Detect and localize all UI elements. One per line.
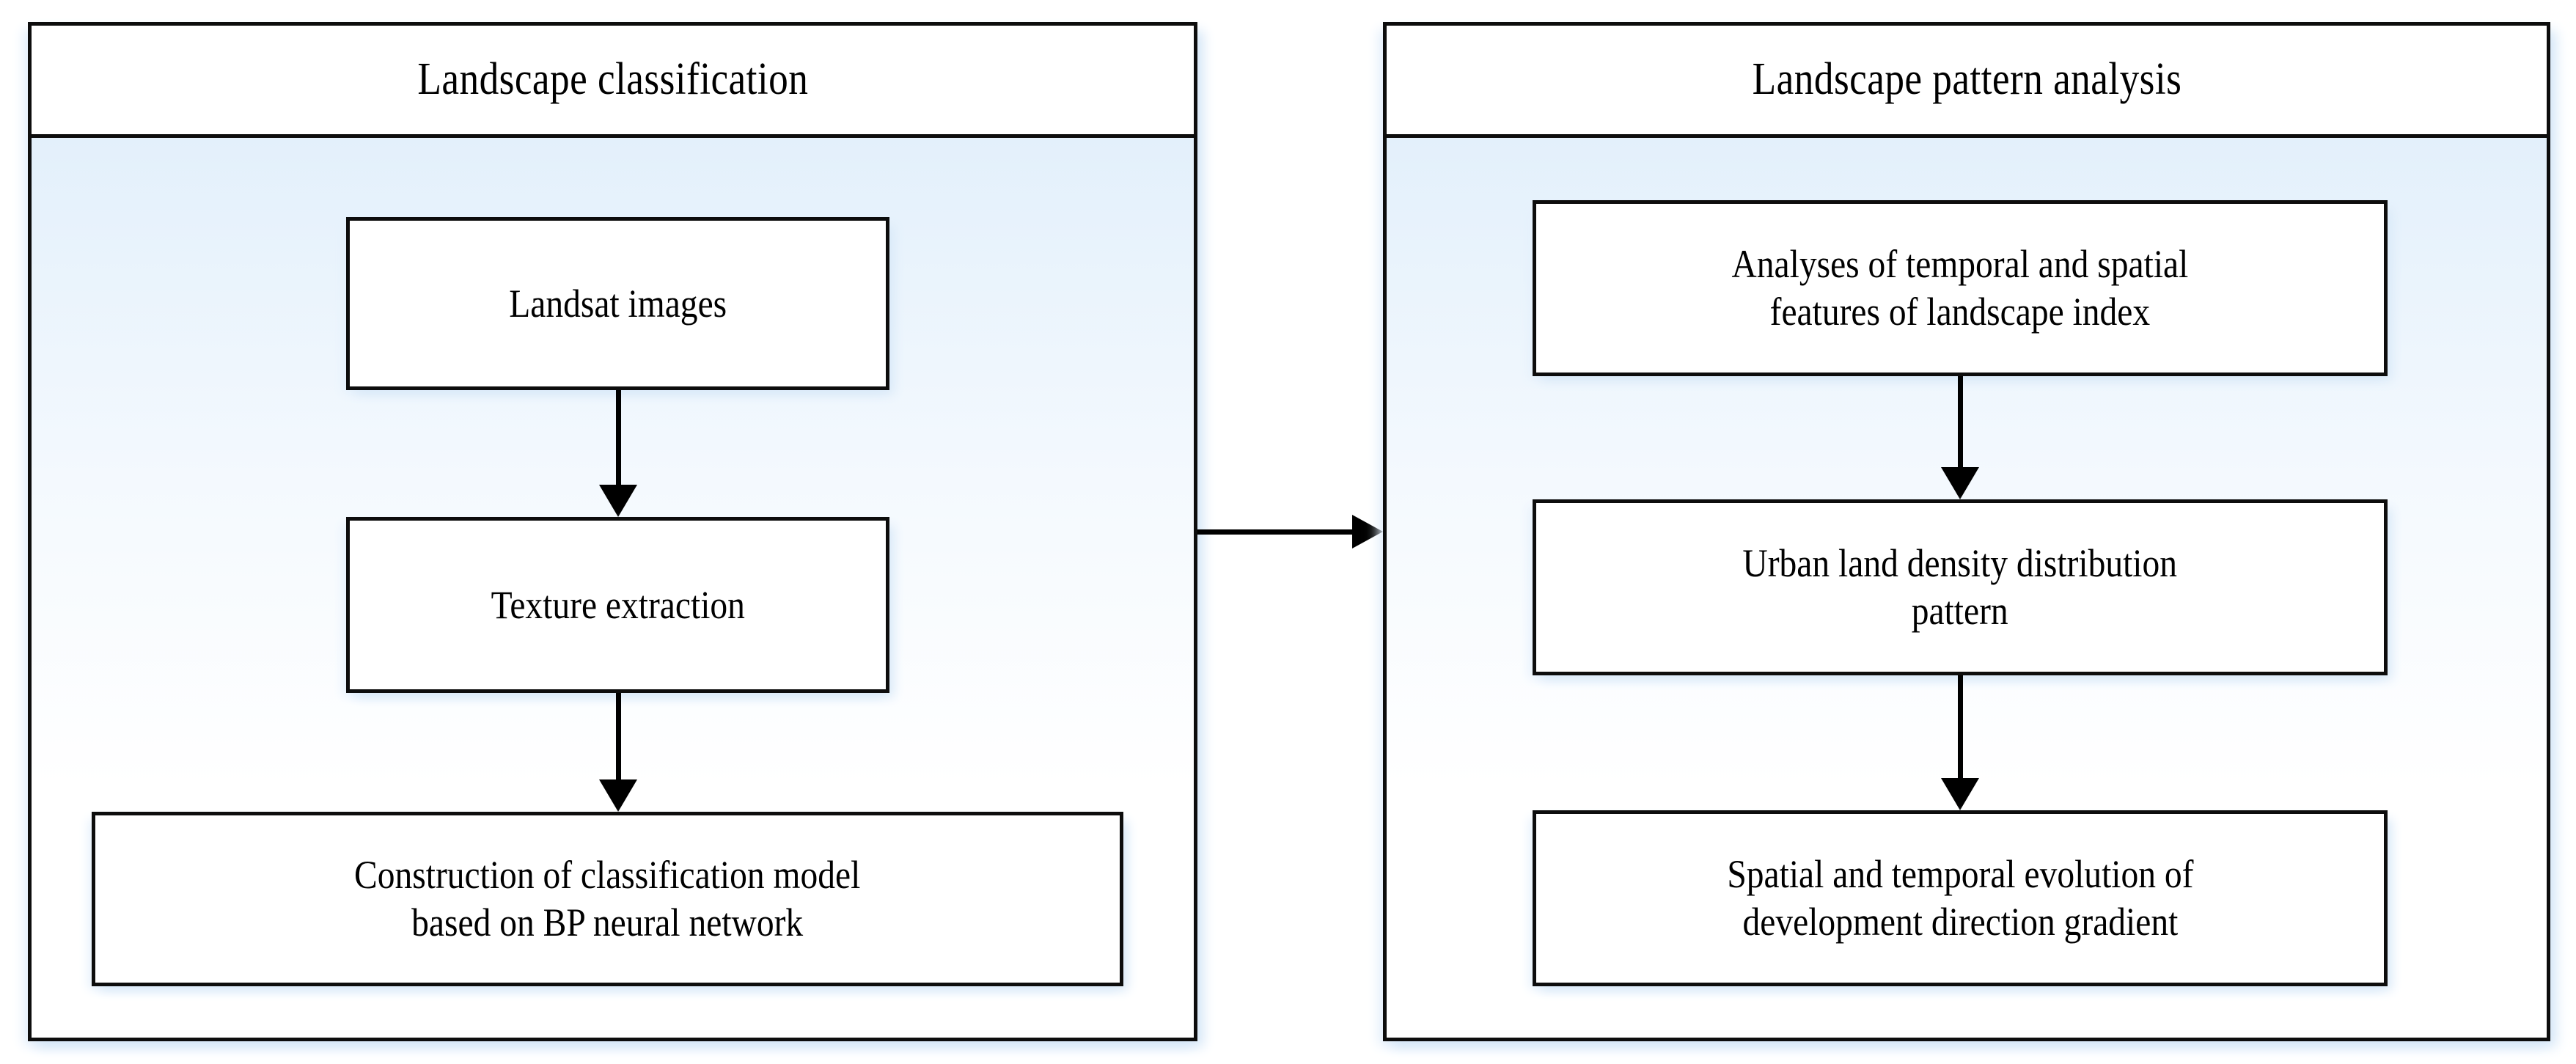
node-classification-model[interactable]: Construction of classification model bas…	[92, 812, 1123, 986]
node-label-line-1: Construction of classification model	[354, 853, 861, 898]
panel-header-landscape-classification: Landscape classification	[32, 26, 1194, 138]
arrow-landsat-to-texture	[599, 390, 637, 517]
arrow-head-down-icon	[599, 779, 637, 812]
node-landsat-images[interactable]: Landsat images	[346, 217, 889, 390]
node-label-line-2: development direction gradient	[1742, 900, 2178, 944]
node-label-line-1: Urban land density distribution	[1742, 541, 2178, 586]
panel-header-landscape-pattern-analysis: Landscape pattern analysis	[1387, 26, 2547, 138]
node-label-landsat-images: Landsat images	[509, 281, 727, 326]
arrow-head-down-icon	[1941, 778, 1979, 810]
arrow-stem	[615, 693, 621, 779]
arrow-head-down-icon	[599, 485, 637, 517]
node-urban-land-density[interactable]: Urban land density distribution pattern	[1533, 499, 2388, 675]
arrow-stem	[1197, 529, 1355, 535]
node-development-direction-gradient[interactable]: Spatial and temporal evolution of develo…	[1533, 810, 2388, 986]
arrow-density-to-gradient	[1941, 675, 1979, 810]
node-label-line-2: based on BP neural network	[411, 900, 804, 944]
panel-title-landscape-classification: Landscape classification	[417, 54, 808, 105]
node-label-temporal-spatial-features: Analyses of temporal and spatial feature…	[1721, 241, 2198, 336]
node-label-line-1: Spatial and temporal evolution of	[1726, 852, 2194, 897]
arrow-classification-to-pattern-analysis	[1197, 515, 1383, 548]
arrow-features-to-density	[1941, 376, 1979, 499]
panel-landscape-classification: Landscape classification Landsat images …	[28, 22, 1197, 1041]
panel-title-landscape-pattern-analysis: Landscape pattern analysis	[1752, 54, 2181, 105]
arrow-texture-to-model	[599, 693, 637, 812]
node-label-texture-extraction: Texture extraction	[491, 582, 745, 627]
arrow-stem	[1957, 376, 1963, 467]
arrow-head-right-icon	[1352, 515, 1383, 548]
arrow-stem	[1957, 675, 1963, 778]
node-temporal-spatial-features[interactable]: Analyses of temporal and spatial feature…	[1533, 200, 2388, 376]
node-label-classification-model: Construction of classification model bas…	[344, 851, 870, 947]
node-label-development-direction-gradient: Spatial and temporal evolution of develo…	[1717, 851, 2203, 946]
node-label-line-1: Analyses of temporal and spatial	[1731, 242, 2189, 287]
arrow-head-down-icon	[1941, 467, 1979, 499]
panel-landscape-pattern-analysis: Landscape pattern analysis Analyses of t…	[1383, 22, 2550, 1041]
node-label-line-2: features of landscape index	[1769, 290, 2151, 334]
node-label-line-2: pattern	[1912, 589, 2008, 633]
node-label-urban-land-density: Urban land density distribution pattern	[1733, 540, 2188, 635]
arrow-stem	[615, 390, 621, 485]
node-texture-extraction[interactable]: Texture extraction	[346, 517, 889, 693]
